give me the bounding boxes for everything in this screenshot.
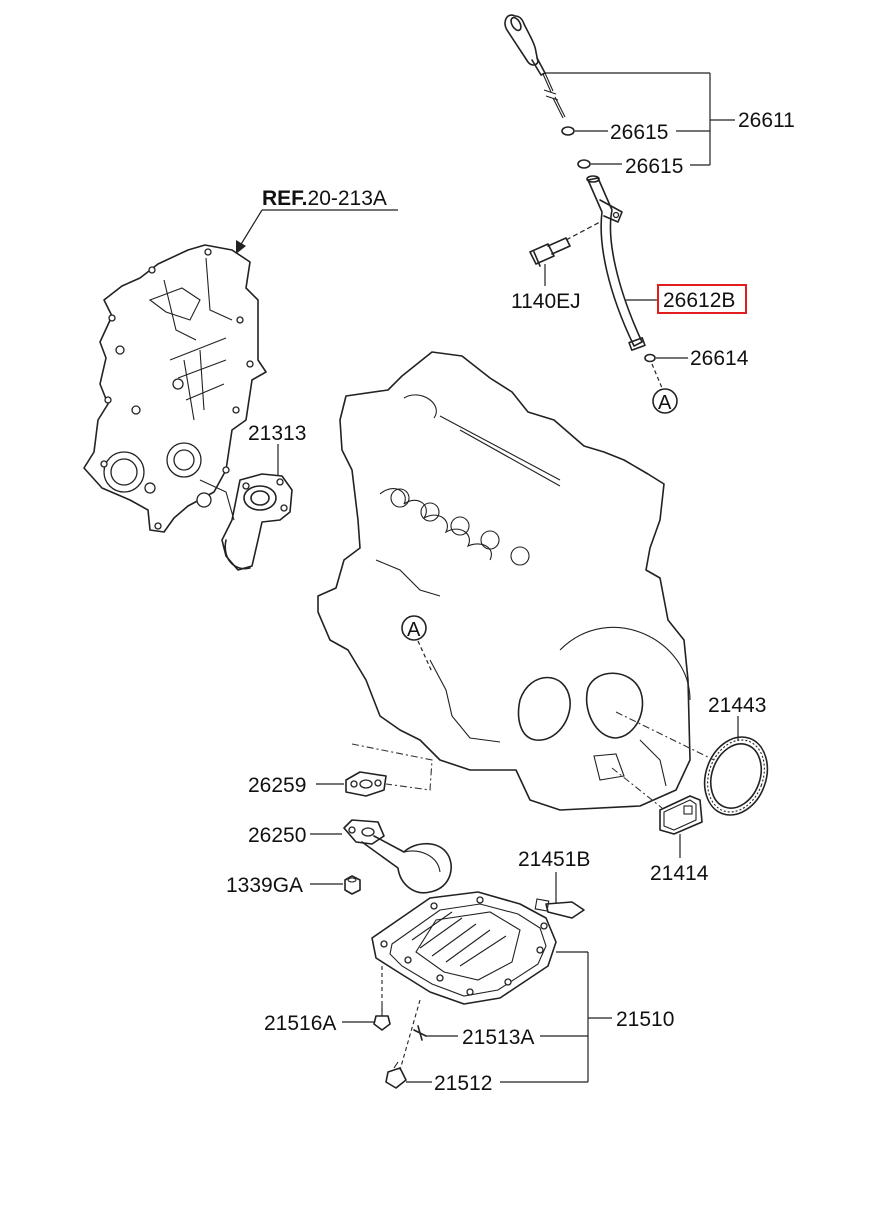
highlight-box-26612b [657,284,747,314]
label-21451b[interactable]: 21451B [518,848,590,871]
label-26611[interactable]: 26611 [738,109,795,132]
label-21443[interactable]: 21443 [708,694,766,717]
guide-tube[interactable] [586,175,646,351]
leader-26611 [545,72,735,166]
engine-block [317,351,691,811]
marker-a-top[interactable]: A [652,388,678,414]
label-21313[interactable]: 21313 [248,422,306,445]
label-26250[interactable]: 26250 [248,824,306,847]
label-26612b[interactable]: 26612B [663,289,735,312]
oil-pump[interactable] [221,473,293,571]
label-1339ga[interactable]: 1339GA [226,874,303,897]
label-26615-upper[interactable]: 26615 [610,121,668,144]
drain-plug-gasket[interactable] [413,1025,427,1041]
label-ref-prefix: REF. [262,187,308,210]
rear-oil-seal[interactable] [694,728,778,824]
baffle-plate[interactable] [659,795,703,835]
marker-a-engine-text: A [407,619,421,641]
o-ring-26614[interactable] [644,353,656,363]
o-ring-upper[interactable] [561,126,575,136]
o-ring-lower[interactable] [577,159,591,169]
label-21513a[interactable]: 21513A [462,1026,534,1049]
label-21510[interactable]: 21510 [616,1008,674,1031]
arrow-head [236,240,246,254]
label-26259[interactable]: 26259 [248,774,306,797]
label-21516a[interactable]: 21516A [264,1012,336,1035]
label-26615-lower[interactable]: 26615 [625,155,683,178]
strainer-gasket[interactable] [345,771,387,797]
pan-bolt[interactable] [373,966,391,1031]
label-1140ej[interactable]: 1140EJ [511,290,581,313]
timing-chain-cover[interactable] [83,244,267,533]
label-ref-code: 20-213A [308,187,387,210]
bolt-1140ej[interactable] [529,237,571,267]
oil-strainer[interactable] [343,819,452,894]
label-21512[interactable]: 21512 [434,1072,492,1095]
oil-level-sensor[interactable] [534,898,585,919]
marker-a-top-text: A [658,392,672,414]
oil-pan[interactable] [371,891,557,1005]
label-ref-20-213a[interactable]: REF.20-213A [262,187,387,210]
label-26614[interactable]: 26614 [690,347,749,370]
label-21414[interactable]: 21414 [650,862,709,885]
flange-nut[interactable] [344,875,361,895]
drain-plug[interactable] [385,999,421,1089]
marker-a-engine[interactable]: A [401,615,427,641]
dipstick-assembly[interactable] [504,14,566,119]
